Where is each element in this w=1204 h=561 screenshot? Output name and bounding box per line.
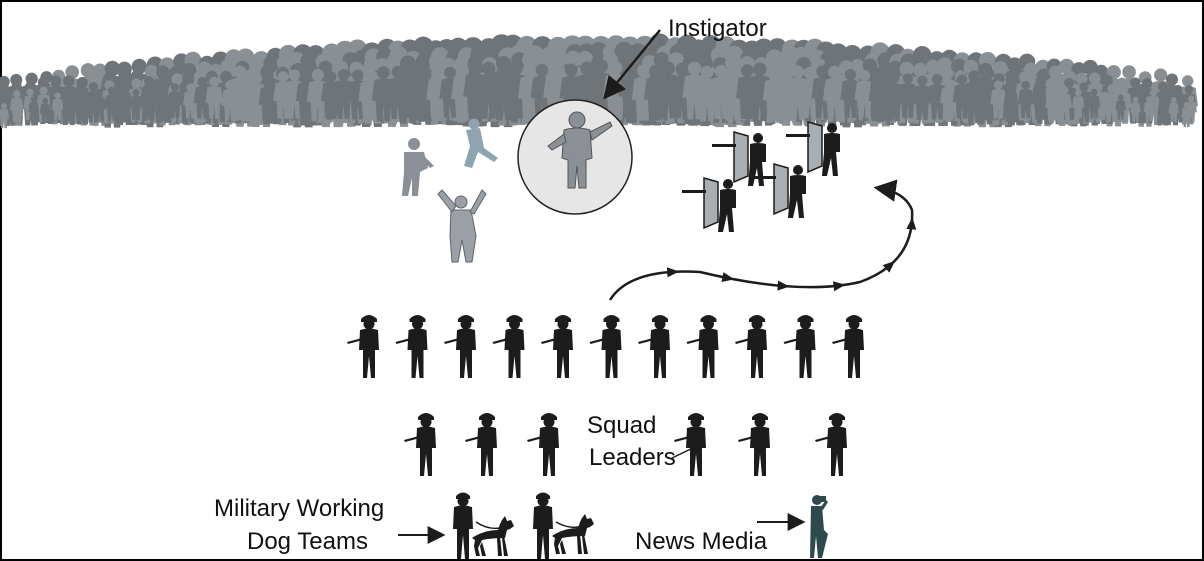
instigator-label: Instigator — [668, 15, 767, 42]
news-media-label: News Media — [635, 528, 768, 555]
rioters — [402, 118, 498, 263]
dog-teams — [453, 492, 594, 559]
rioter-arms-raised — [437, 189, 487, 263]
maneuver-path-arrows — [666, 217, 917, 292]
dog-team — [453, 492, 514, 559]
squad-leaders-label-line1: Squad — [587, 412, 656, 439]
rioter-jumping — [464, 118, 498, 168]
maneuver-arrowhead — [721, 272, 735, 282]
news-media-figure — [810, 495, 828, 558]
maneuver-arrowhead — [666, 267, 680, 278]
maneuver-arrowhead — [906, 217, 917, 230]
squad-leaders-label-line2: Leaders — [589, 444, 676, 471]
dog-team — [533, 492, 594, 559]
maneuver-arrowhead — [882, 260, 895, 273]
maneuver-arrowhead — [777, 280, 790, 291]
instigator-highlight — [517, 99, 633, 215]
rioter-running — [402, 138, 434, 196]
dog-teams-label-line2: Dog Teams — [247, 528, 368, 555]
squad-leaders-pointer — [671, 445, 698, 459]
instigator-figure — [547, 111, 613, 189]
instigator-arrow — [603, 29, 661, 100]
maneuver-path — [608, 179, 914, 301]
maneuver-arrowhead — [832, 281, 846, 292]
dog-teams-label-line1: Military Working — [214, 495, 384, 522]
